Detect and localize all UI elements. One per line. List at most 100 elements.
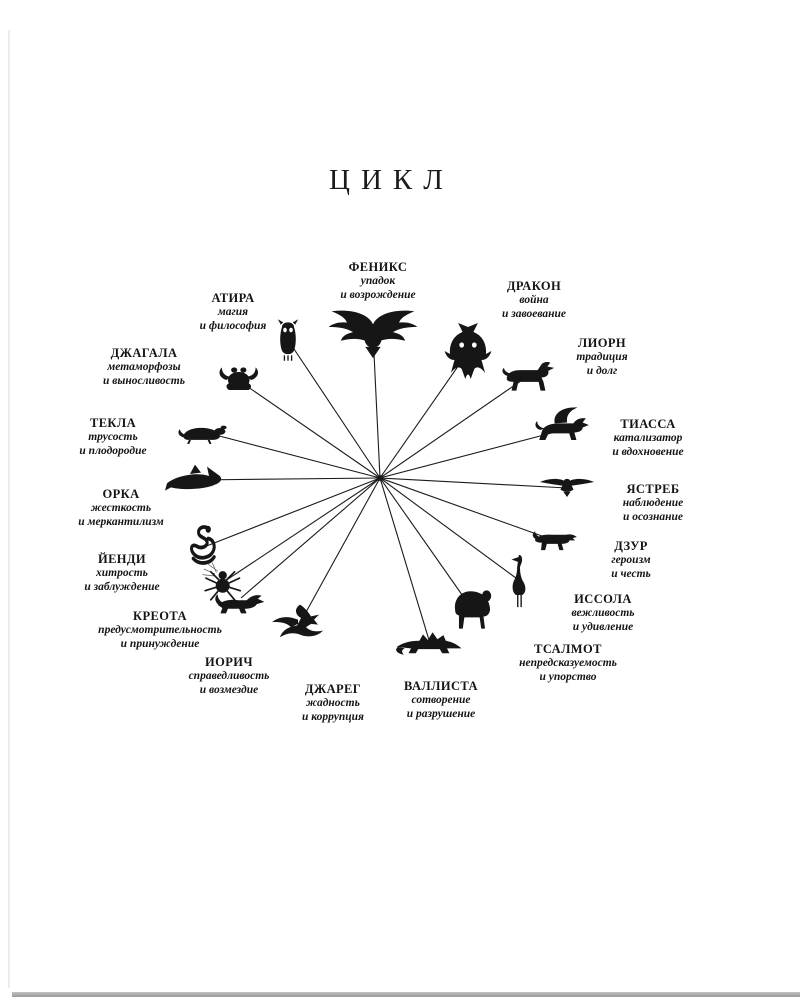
- house-name: АТИРА: [211, 290, 255, 305]
- house-name: ЛИОРН: [577, 335, 627, 350]
- spoke-tiassa: [379, 429, 564, 479]
- house-name: ИССОЛА: [574, 591, 632, 606]
- house-name: ТСАЛМОТ: [534, 641, 602, 656]
- spoke-dragon: [379, 351, 469, 479]
- house-attr-2: и честь: [611, 567, 651, 580]
- house-attr-1: жадность: [306, 696, 360, 709]
- spoke-teckla: [203, 431, 381, 479]
- house-attr-1: метаморфозы: [107, 360, 181, 373]
- house-name: ЙЕНДИ: [97, 551, 147, 566]
- house-attr-1: традиция: [576, 350, 628, 363]
- house-attr-1: вежливость: [571, 606, 635, 619]
- dragon-icon: [444, 323, 492, 379]
- house-attr-2: и возмездие: [199, 683, 259, 696]
- house-attr-2: и философия: [199, 319, 267, 332]
- spoke-vallista: [379, 477, 430, 641]
- house-attr-1: героизм: [611, 553, 651, 566]
- spoke-issola: [379, 477, 521, 582]
- spoke-tsalmoth: [379, 477, 473, 610]
- spoke-chreotha: [221, 477, 381, 584]
- chreotha-icon: [202, 562, 242, 601]
- house-name: ДЗУР: [614, 538, 648, 553]
- spoke-iorich: [240, 477, 381, 599]
- house-name: ДЖАГАЛА: [110, 345, 178, 360]
- phoenix-icon: [328, 310, 418, 359]
- house-name: ТЕКЛА: [89, 415, 137, 430]
- house-attr-1: хитрость: [96, 566, 148, 579]
- tiassa-icon: [535, 407, 589, 440]
- athyra-icon: [277, 319, 299, 361]
- house-attr-2: и завоевание: [501, 307, 567, 320]
- house-attr-1: непредсказуемость: [519, 656, 617, 669]
- house-attr-2: и принуждение: [120, 637, 200, 650]
- spoke-jhereg: [299, 477, 381, 624]
- house-attr-2: и вдохновение: [612, 445, 684, 458]
- house-attr-2: и заблуждение: [84, 580, 160, 593]
- lyorn-icon: [502, 362, 555, 391]
- spoke-lyorn: [379, 375, 529, 479]
- house-attr-1: катализатор: [613, 431, 683, 444]
- jhereg-icon: [272, 604, 323, 638]
- vallista-icon: [396, 632, 462, 655]
- house-attr-2: и возрождение: [340, 288, 416, 301]
- spoke-athyra: [287, 339, 381, 479]
- hawk-icon: [539, 478, 595, 497]
- house-attr-1: трусость: [88, 430, 138, 443]
- spoke-jhegaala: [237, 379, 381, 479]
- spoke-dzur: [379, 477, 557, 542]
- house-name: ДЖАРЕГ: [304, 681, 362, 696]
- house-attr-1: предусмотрительность: [98, 623, 222, 636]
- house-attr-1: магия: [217, 305, 249, 318]
- dzur-icon: [532, 531, 577, 551]
- tsalmoth-icon: [454, 590, 492, 629]
- spoke-phoenix: [372, 332, 381, 479]
- house-name: ВАЛЛИСТА: [404, 678, 478, 693]
- issola-icon: [511, 554, 526, 608]
- house-attr-1: упадок: [360, 274, 396, 287]
- jhegaala-icon: [219, 367, 259, 390]
- house-attr-2: и плодородие: [79, 444, 147, 457]
- page-title: ЦИКЛ: [329, 164, 454, 196]
- house-name: ТИАССА: [620, 416, 676, 431]
- house-name: ОРКА: [102, 486, 140, 501]
- house-attr-2: и осознание: [623, 510, 683, 523]
- house-name: ДРАКОН: [506, 278, 562, 293]
- spoke-hawk: [379, 477, 568, 489]
- iorich-icon: [215, 594, 265, 614]
- house-attr-1: жесткость: [90, 501, 152, 514]
- house-attr-2: и долг: [586, 364, 618, 377]
- scan-artifact-bottom-strip: [12, 992, 800, 997]
- scan-artifact-left-edge: [8, 30, 10, 988]
- house-attr-2: и удивление: [572, 620, 634, 633]
- orca-icon: [165, 464, 222, 491]
- teckla-icon: [178, 425, 227, 445]
- house-name: ЯСТРЕБ: [626, 481, 680, 496]
- house-attr-2: и выносливость: [103, 374, 185, 387]
- house-name: КРЕОТА: [133, 608, 187, 623]
- house-attr-1: сотворение: [411, 693, 471, 706]
- house-attr-1: наблюдение: [622, 496, 684, 509]
- house-attr-2: и разрушение: [406, 707, 476, 720]
- house-name: ФЕНИКС: [348, 259, 408, 274]
- house-attr-2: и упорство: [539, 670, 597, 683]
- yendi-icon: [190, 525, 216, 565]
- house-attr-2: и меркантилизм: [78, 515, 164, 528]
